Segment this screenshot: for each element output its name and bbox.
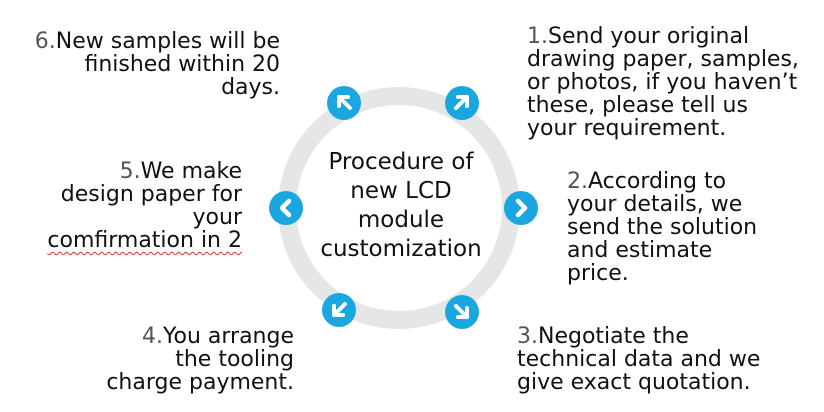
step-6-text: 6.New samples will be finished within 20… xyxy=(35,30,280,99)
step-3-line: 3.Negotiate the xyxy=(517,324,689,349)
step-6-number: 6. xyxy=(34,29,56,54)
step-1-line: drawing paper, samples, xyxy=(527,47,799,72)
arrow-up-left-icon xyxy=(327,86,361,120)
step-1-line: these, please tell us xyxy=(527,93,748,118)
step-1-line: 1.Send your original xyxy=(527,24,750,49)
arrow-down-left-icon xyxy=(322,293,356,327)
step-3-line: give exact quotation. xyxy=(517,370,751,395)
step-2-line: and estimate xyxy=(567,238,713,263)
step-1-line: your requirement. xyxy=(527,116,727,141)
step-2-line: price. xyxy=(567,261,629,286)
step-2-number: 2. xyxy=(567,169,588,194)
step-1-text: 1.Send your original drawing paper, samp… xyxy=(527,25,799,140)
step-6-line: days. xyxy=(221,75,280,100)
step-5-line: 5.We make xyxy=(119,159,242,184)
step-3-line: technical data and we xyxy=(517,347,761,372)
step-1-line: or photos, if you haven’t xyxy=(527,70,798,95)
step-4-line: the tooling xyxy=(175,347,294,372)
arrow-up-right-icon xyxy=(445,86,479,120)
step-4-line: charge payment. xyxy=(106,370,294,395)
step-2-line: 2.According to xyxy=(567,169,727,194)
center-title-line: Procedure of xyxy=(328,149,474,175)
step-5-line: comfirmation in 2 xyxy=(47,228,242,253)
chevron-left-icon xyxy=(269,191,303,225)
step-3-number: 3. xyxy=(517,324,538,349)
step-5-line: your xyxy=(192,205,242,230)
step-2-line: your details, we xyxy=(567,192,743,217)
arrow-down-right-icon xyxy=(445,295,479,329)
step-1-number: 1. xyxy=(527,24,548,49)
step-3-text: 3.Negotiate the technical data and we gi… xyxy=(517,325,760,394)
chevron-right-icon xyxy=(504,191,538,225)
step-2-line: send the solution xyxy=(567,215,758,240)
step-6-line: 6.New samples will be xyxy=(34,29,280,54)
center-title-line: new LCD xyxy=(350,178,452,204)
step-5-text: 5.We make design paper for your comfirma… xyxy=(47,160,242,252)
step-5-number: 5. xyxy=(119,159,141,184)
step-2-text: 2.According to your details, we send the… xyxy=(567,170,757,285)
step-4-text: 4.You arrange the tooling charge payment… xyxy=(106,325,294,394)
center-title: Procedure of new LCD module customizatio… xyxy=(296,148,506,264)
step-4-line: 4.You arrange xyxy=(141,324,294,349)
center-title-line: customization xyxy=(320,236,482,262)
step-4-number: 4. xyxy=(141,324,163,349)
center-title-line: module xyxy=(357,207,445,233)
step-6-line: finished within 20 xyxy=(84,52,280,77)
step-5-line: design paper for xyxy=(60,182,242,207)
